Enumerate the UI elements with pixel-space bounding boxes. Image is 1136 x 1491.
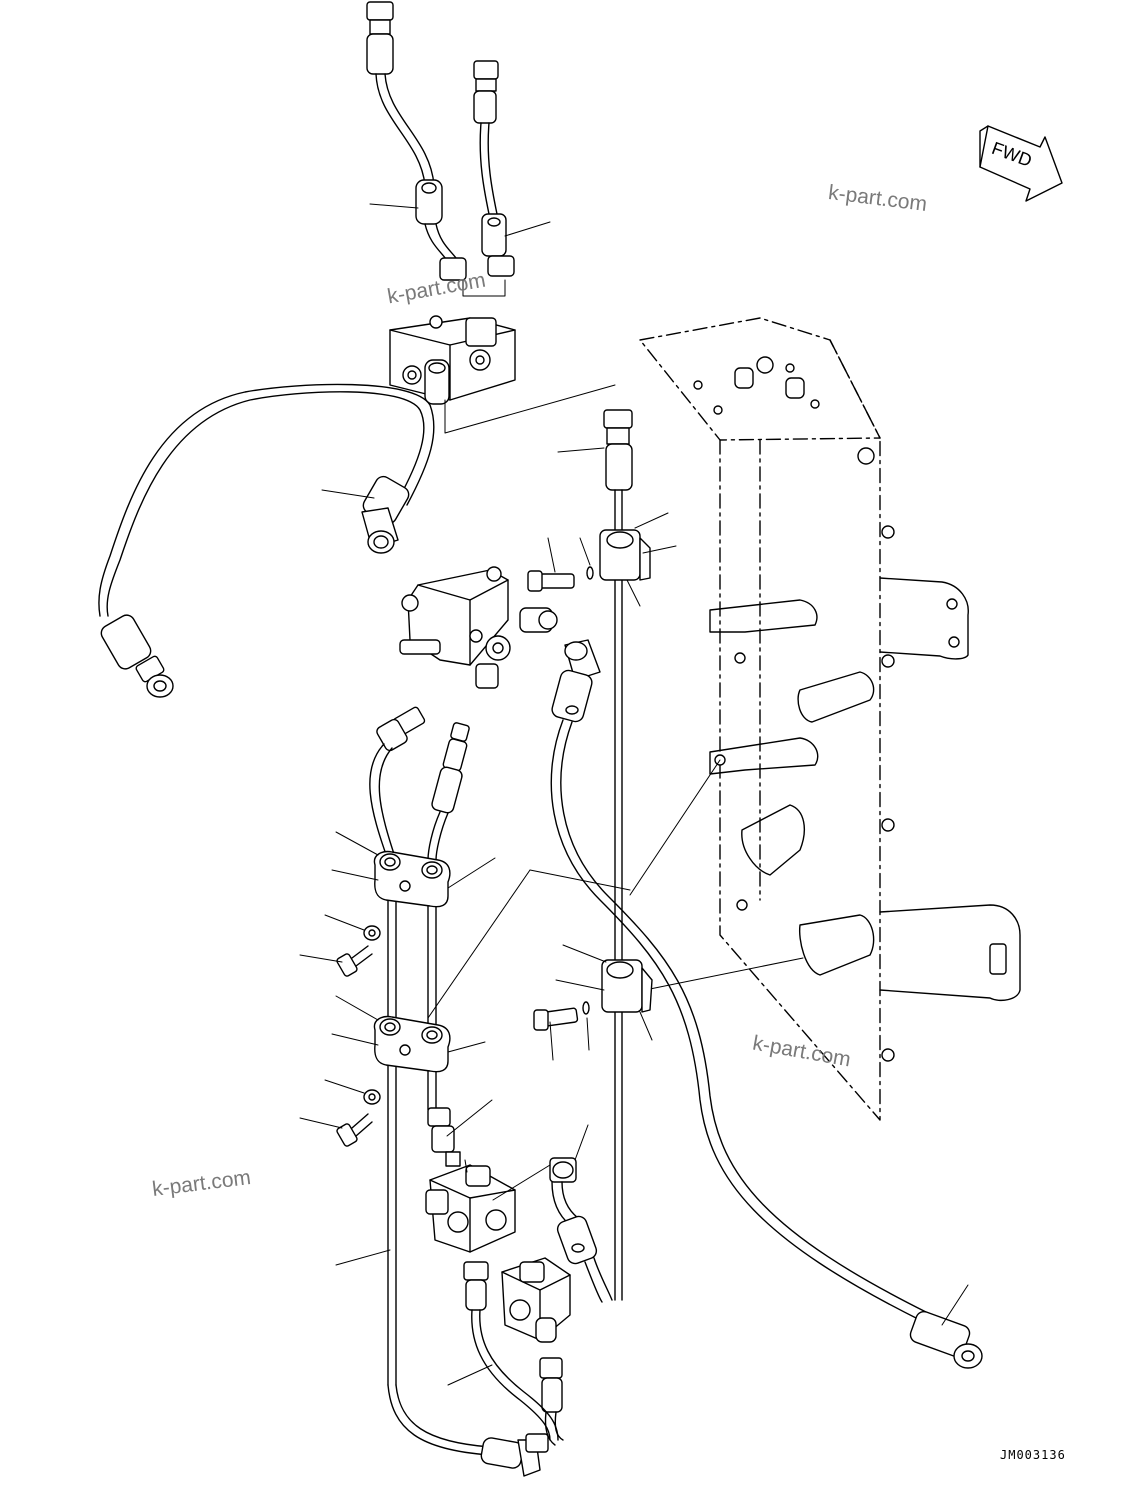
long-left-hose [98,383,435,698]
mounting-bracket [639,317,1021,1121]
upper-hose-clamp [373,850,451,908]
small-right-hose [549,1157,613,1303]
right-vertical-tube [527,409,651,1301]
upper-hose-right [473,60,515,277]
left-hose-pair [387,899,491,1456]
lower-hose-clamp [373,1015,451,1073]
lower-valve-assembly [425,1107,571,1477]
upper-valve-block [389,279,616,434]
drawing-code: JM003136 [1000,1448,1066,1462]
middle-valve-assembly [399,566,558,689]
right-tube-clamp-lower [533,959,653,1031]
center-small-hoses [369,706,470,861]
fwd-label: FWD [989,138,1034,171]
upper-hose-left [366,1,467,281]
fwd-arrow: FWD [979,125,1063,202]
right-lower-hose [550,639,983,1369]
left-bolts-washers [336,925,381,1147]
